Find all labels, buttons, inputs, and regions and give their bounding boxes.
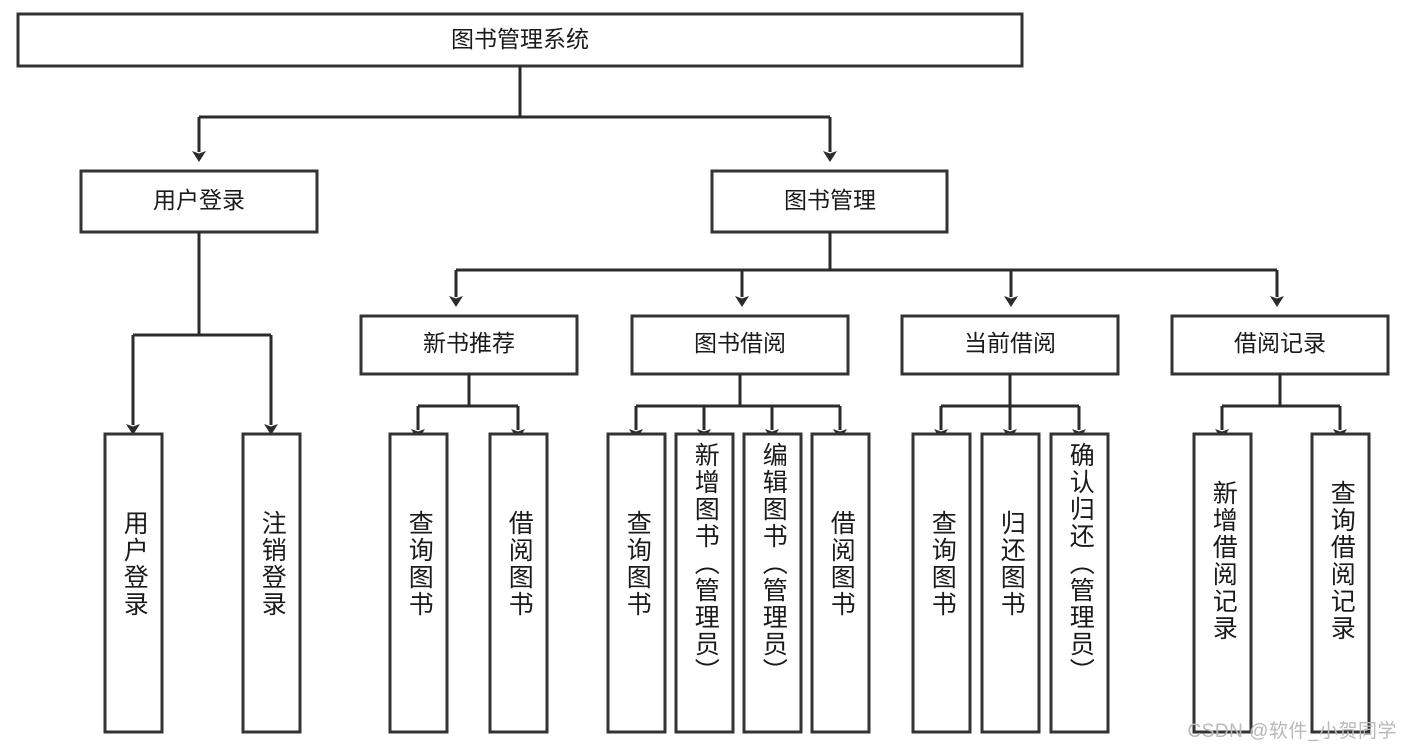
node-current-borrow[interactable]: 当前借阅 <box>900 314 1120 376</box>
leaf-box-query-borrow-record[interactable] <box>1310 432 1371 734</box>
book-management-label: 图书管理 <box>784 187 876 213</box>
new-book-recommend-box <box>359 314 579 376</box>
leaf-box-confirm-return-admin[interactable] <box>1049 432 1110 734</box>
new-book-recommend-label: 新书推荐 <box>423 330 515 356</box>
leaf-box-return-book[interactable] <box>980 432 1041 734</box>
connector-root-to-level1 <box>192 66 837 162</box>
node-book-management[interactable]: 图书管理 <box>710 169 949 234</box>
watermark-text: CSDN @软件_小贺同学 <box>1187 721 1397 742</box>
connector-user-login-to-leaves <box>126 232 278 435</box>
connector-book-management-to-level2 <box>449 232 1284 307</box>
node-root[interactable]: 图书管理系统 <box>16 12 1024 68</box>
user-login-label: 用户登录 <box>153 187 245 213</box>
book-borrow-label: 图书借阅 <box>694 330 786 356</box>
connector-book-borrow-to-leaves <box>629 374 847 440</box>
leaf-box-borrow-book[interactable] <box>810 432 871 734</box>
node-borrow-record[interactable]: 借阅记录 <box>1170 314 1390 376</box>
node-new-book-recommend[interactable]: 新书推荐 <box>359 314 579 376</box>
leaf-box-user-login[interactable] <box>103 432 164 734</box>
borrow-record-label: 借阅记录 <box>1234 330 1326 356</box>
leaf-box-add-borrow-record[interactable] <box>1192 432 1253 734</box>
leaf-box-borrow-book-new[interactable] <box>488 432 549 734</box>
node-user-login[interactable]: 用户登录 <box>79 169 319 234</box>
connector-current-borrow-to-leaves <box>934 374 1086 440</box>
user-login-box <box>79 169 319 234</box>
root-box <box>16 12 1024 68</box>
leaf-box-logout[interactable] <box>241 432 302 734</box>
leaf-box-query-book-new[interactable] <box>388 432 449 734</box>
node-book-borrow[interactable]: 图书借阅 <box>630 314 850 376</box>
current-borrow-box <box>900 314 1120 376</box>
connector-new-book-to-leaves <box>411 374 525 440</box>
root-label: 图书管理系统 <box>451 26 589 52</box>
leaf-box-edit-book-admin[interactable] <box>742 432 803 734</box>
leaf-box-query-book-borrow[interactable] <box>606 432 667 734</box>
leaf-box-add-book-admin[interactable] <box>674 432 735 734</box>
connector-borrow-record-to-leaves <box>1215 374 1347 440</box>
leaf-box-query-book-current[interactable] <box>911 432 972 734</box>
current-borrow-label: 当前借阅 <box>964 330 1056 356</box>
